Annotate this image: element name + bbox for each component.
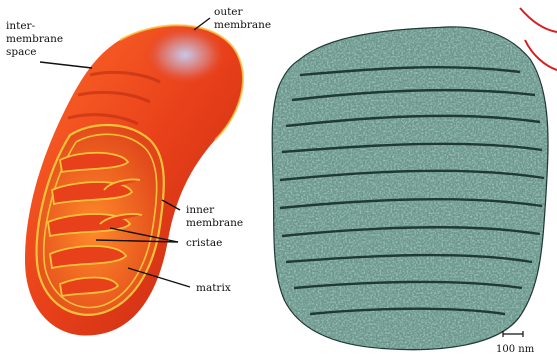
label-intermembrane-space-line1: inter- — [6, 20, 36, 32]
leader-intermembrane — [40, 62, 92, 68]
label-intermembrane-space: inter- membrane space — [6, 20, 66, 58]
scale-bar-label: 100 nm — [496, 344, 535, 355]
label-matrix: matrix — [196, 282, 231, 294]
label-outer-membrane-line2: membrane — [214, 19, 271, 31]
label-intermembrane-space-line2: membrane — [6, 33, 63, 45]
label-inner-membrane-line2: membrane — [186, 217, 243, 229]
label-inner-membrane: inner membrane — [186, 204, 243, 229]
scale-bar: 100 nm — [496, 331, 535, 355]
label-cristae: cristae — [186, 237, 222, 249]
label-inner-membrane-line1: inner — [186, 204, 215, 216]
electron-micrograph — [270, 20, 557, 357]
label-outer-membrane-line1: outer — [214, 6, 244, 18]
label-intermembrane-space-line3: space — [6, 46, 36, 58]
outer-membrane-gloss — [143, 25, 227, 85]
label-outer-membrane: outer membrane — [214, 6, 271, 31]
